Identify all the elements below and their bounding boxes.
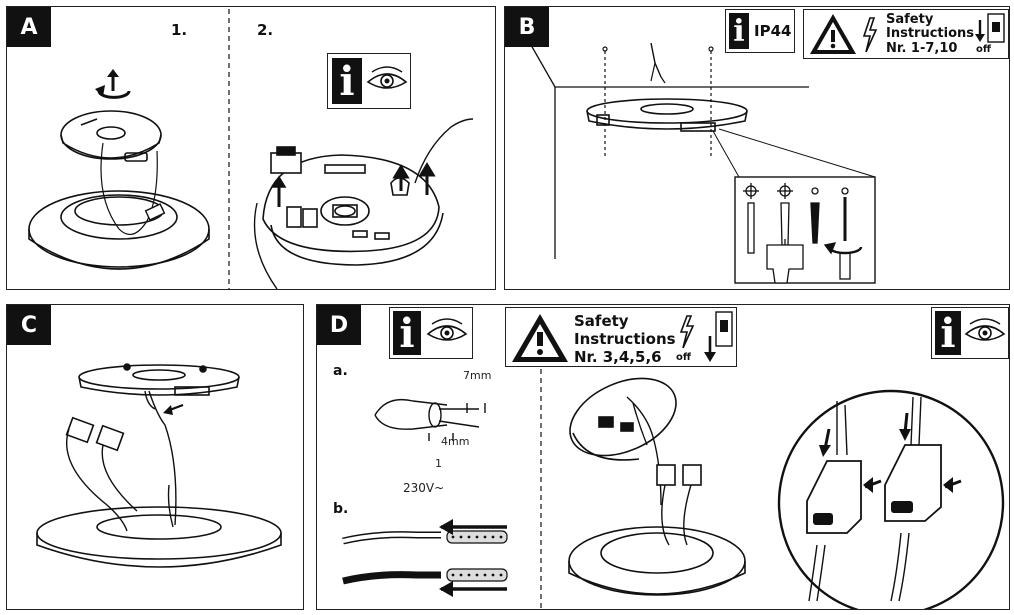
safety-title: Safety bbox=[886, 12, 934, 27]
lamp-body bbox=[568, 526, 746, 596]
eye-icon bbox=[426, 318, 468, 341]
info-icon: i bbox=[935, 310, 961, 357]
mounting-plate bbox=[78, 363, 240, 396]
panel-c-illustration bbox=[36, 363, 282, 568]
cable bbox=[101, 444, 138, 512]
wire-with-ferrule-top bbox=[342, 519, 508, 545]
eye-icon bbox=[964, 318, 1006, 341]
cable bbox=[144, 390, 156, 410]
safety-subtitle: Instructions bbox=[574, 330, 676, 348]
safety-subtitle: Instructions bbox=[886, 26, 975, 41]
off-label: off bbox=[976, 44, 991, 55]
note-1: 1 bbox=[435, 457, 442, 470]
sub-step-b: b. bbox=[333, 501, 349, 517]
step-1-number: 1. bbox=[171, 21, 188, 39]
off-label: off bbox=[676, 352, 691, 363]
mounting-plate bbox=[60, 110, 162, 162]
wire-with-ferrule-bottom bbox=[342, 568, 508, 597]
step-2-number: 2. bbox=[257, 21, 274, 39]
panel-a: A 1. 2. i bbox=[6, 6, 496, 290]
lift-arrow bbox=[392, 162, 436, 195]
lamp-body bbox=[28, 190, 210, 270]
switch-off-icon bbox=[704, 311, 733, 362]
mounting-plate bbox=[586, 98, 748, 132]
lamp-body bbox=[36, 506, 282, 568]
cable bbox=[683, 484, 692, 546]
panel-label: A bbox=[7, 7, 51, 47]
info-icon: i bbox=[393, 310, 421, 357]
info-box-right: i bbox=[931, 307, 1009, 359]
lift-cable bbox=[414, 118, 474, 184]
tools-box bbox=[734, 176, 876, 284]
panel-d-illustration bbox=[342, 369, 1005, 609]
drill-icon bbox=[766, 239, 804, 284]
stripped-cable bbox=[374, 398, 486, 441]
lightning-icon bbox=[862, 17, 878, 53]
lightning-icon bbox=[679, 315, 695, 349]
switch-off-icon bbox=[975, 13, 1005, 43]
screw-icon bbox=[810, 187, 820, 244]
info-box: i bbox=[389, 307, 473, 359]
cable bbox=[167, 484, 174, 528]
connector-block-icon bbox=[656, 464, 702, 486]
safety-instructions-box: Safety Instructions Nr. 1-7,10 off bbox=[803, 9, 1009, 59]
cable bbox=[100, 142, 158, 236]
dimension-7mm: 7mm bbox=[463, 369, 492, 382]
sub-step-a: a. bbox=[333, 363, 348, 379]
rotate-arrow-icon bbox=[95, 69, 131, 99]
screwdriver-icon bbox=[823, 187, 863, 280]
panel-b: B i IP44 Safety Instructions Nr. 1-7,10 … bbox=[504, 6, 1010, 290]
info-icon: i bbox=[729, 13, 749, 49]
warning-triangle-icon bbox=[810, 14, 856, 54]
cable bbox=[148, 390, 177, 526]
zoom-detail bbox=[777, 389, 1005, 609]
ceiling bbox=[530, 44, 809, 259]
dimension-4mm: 4mm bbox=[441, 435, 470, 448]
panel-a-illustration bbox=[28, 9, 474, 289]
voltage-label: 230V~ bbox=[403, 481, 445, 495]
ip-rating-box: i IP44 bbox=[725, 9, 795, 53]
drill-marks bbox=[602, 46, 714, 157]
connector-block-icon bbox=[270, 146, 318, 228]
info-icon: i bbox=[332, 58, 362, 105]
cable bbox=[632, 402, 648, 446]
panel-d: D i Safety Instructions Nr. 3,4,5,6 of bbox=[316, 304, 1010, 610]
panel-label: B bbox=[505, 7, 549, 47]
drill-bit-icon bbox=[743, 183, 759, 254]
panel-c: C bbox=[6, 304, 304, 610]
cable bbox=[65, 428, 128, 532]
safety-numbers: Nr. 3,4,5,6 bbox=[574, 348, 662, 366]
safety-title: Safety bbox=[574, 312, 629, 330]
cable bbox=[253, 202, 278, 289]
ferrule-pattern bbox=[451, 535, 503, 577]
warning-triangle-icon bbox=[512, 314, 568, 362]
cable bbox=[626, 396, 662, 506]
callout-lines bbox=[712, 128, 876, 178]
cable bbox=[661, 484, 670, 546]
connector bbox=[144, 203, 166, 221]
safety-numbers: Nr. 1-7,10 bbox=[886, 41, 958, 56]
info-box: i bbox=[327, 53, 411, 109]
panel-b-illustration bbox=[530, 42, 876, 284]
ip-rating: IP44 bbox=[754, 22, 792, 40]
safety-instructions-box: Safety Instructions Nr. 3,4,5,6 off bbox=[505, 307, 737, 367]
mounting-plate bbox=[569, 377, 677, 461]
eye-icon bbox=[366, 66, 408, 89]
panel-label: D bbox=[317, 305, 361, 345]
panel-label: C bbox=[7, 305, 51, 345]
connector-block-icon bbox=[65, 416, 125, 452]
